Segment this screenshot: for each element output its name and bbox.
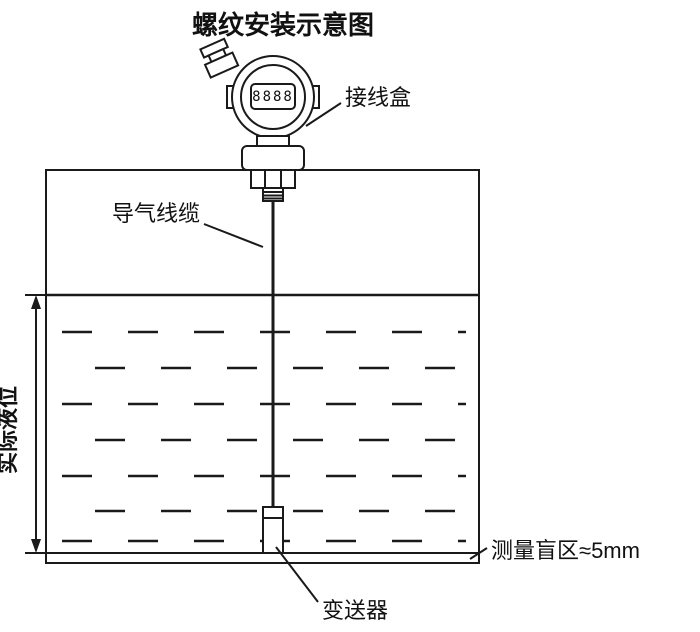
probe	[262, 506, 284, 554]
blind-zone-leader	[469, 547, 488, 560]
junction-box-leader	[305, 102, 342, 127]
blind-zone-label: 测量盲区≈5mm	[491, 538, 640, 563]
diagram-title: 螺纹安装示意图	[192, 10, 374, 40]
lcd-window	[250, 83, 296, 110]
dimension-actual-level	[25, 294, 46, 554]
leader-lines	[203, 102, 488, 603]
transmitter-leader	[275, 546, 319, 603]
transmitter-label: 变送器	[322, 598, 388, 623]
tank-outline	[45, 169, 480, 564]
hex-nut	[250, 169, 296, 189]
mounting-bracket	[241, 145, 305, 171]
level-transmitter-device	[199, 37, 320, 202]
actual-level-label: 实际液位	[0, 386, 20, 474]
vent-cable-label: 导气线缆	[112, 201, 200, 226]
arrowhead-down-icon	[31, 539, 41, 553]
cable-gland-icon	[199, 37, 240, 79]
lcd-display: 8888	[252, 89, 294, 105]
arrowhead-up-icon	[31, 295, 41, 309]
junction-box-label: 接线盒	[345, 85, 411, 110]
vent-cable-leader	[203, 223, 264, 248]
